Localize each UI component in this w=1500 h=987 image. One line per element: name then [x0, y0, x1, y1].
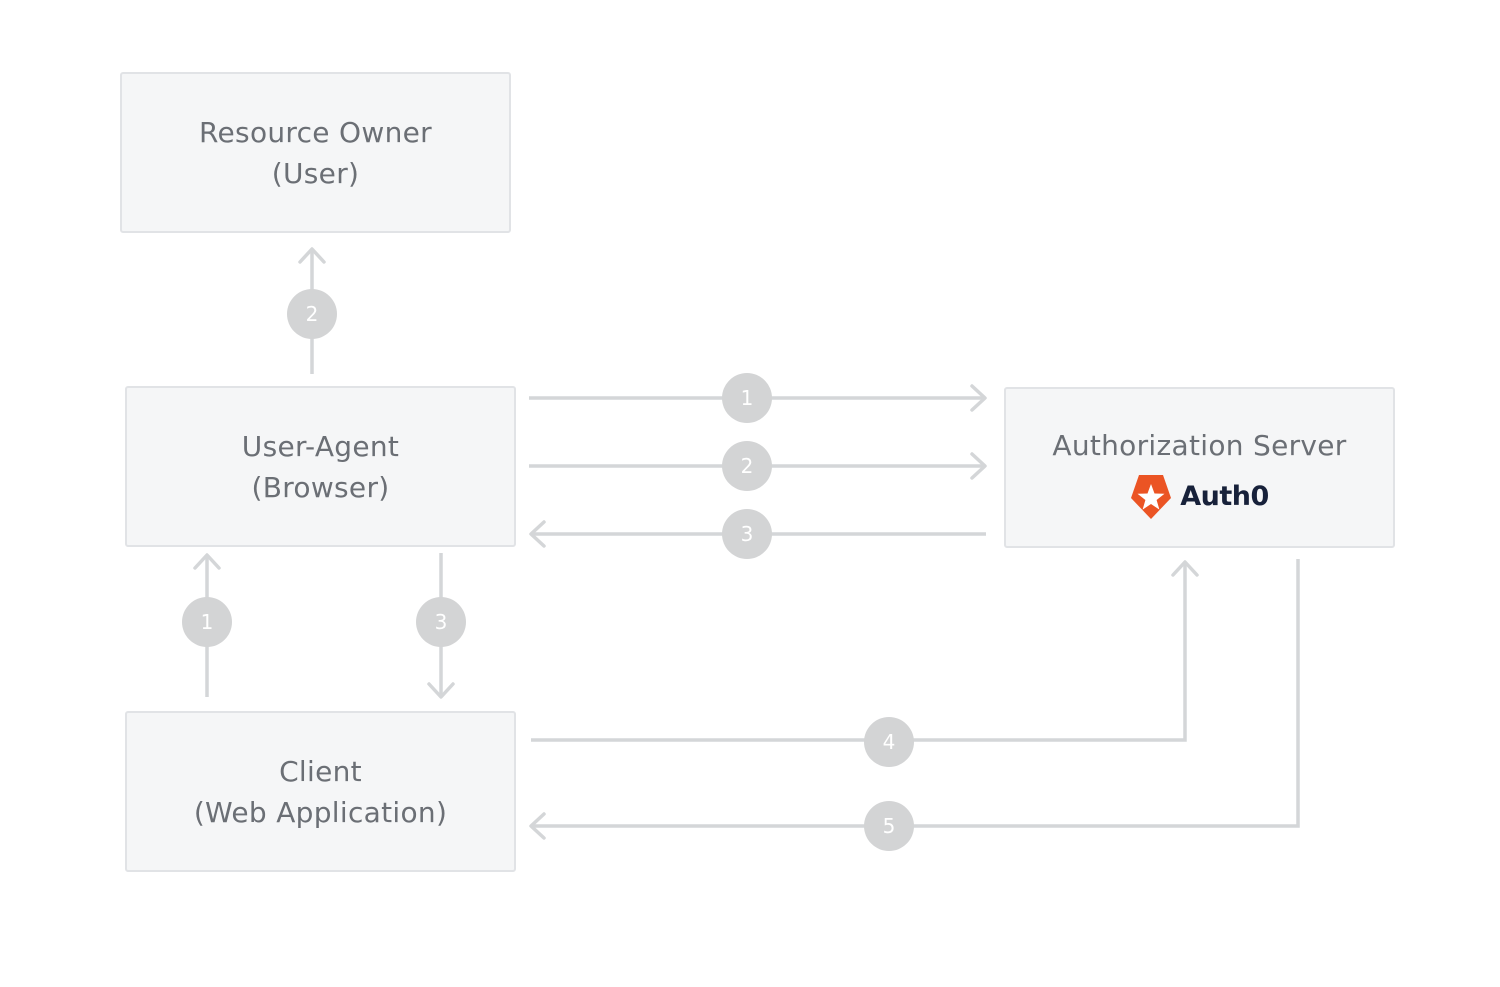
svg-text:2: 2: [741, 454, 754, 478]
auth0-wordmark: Auth0: [1180, 481, 1269, 512]
auth0-shield-star-icon: [1131, 475, 1172, 519]
step-badge-agent-to-owner: 2: [287, 289, 337, 339]
svg-text:4: 4: [883, 730, 896, 754]
svg-text:2: 2: [306, 302, 319, 326]
svg-text:1: 1: [201, 610, 214, 634]
client-title: Client: [279, 754, 362, 788]
step-badge-client-to-authz: 4: [864, 717, 914, 767]
user-agent-title: User-Agent: [241, 429, 400, 463]
step-badge-agent-to-authz-1: 1: [722, 373, 772, 423]
client-subtitle: (Web Application): [193, 795, 448, 829]
auth0-brand: Auth0: [1130, 474, 1269, 520]
resource-owner-title: Resource Owner: [199, 115, 432, 149]
svg-text:5: 5: [883, 814, 896, 838]
resource-owner-subtitle: (User): [271, 156, 360, 190]
step-badge-client-to-agent: 1: [182, 597, 232, 647]
authorization-server-title: Authorization Server: [1052, 429, 1347, 462]
authorization-server-node: Authorization Server Auth0: [1004, 387, 1395, 548]
step-badge-authz-to-client: 5: [864, 801, 914, 851]
user-agent-subtitle: (Browser): [251, 470, 390, 504]
user-agent-node: User-Agent (Browser): [125, 386, 516, 547]
step-badge-authz-to-agent: 3: [722, 509, 772, 559]
svg-text:3: 3: [435, 610, 448, 634]
step-badge-agent-to-authz-2: 2: [722, 441, 772, 491]
client-node: Client (Web Application): [125, 711, 516, 872]
edge-client-to-authz: [531, 560, 1199, 742]
edge-authz-to-client: [529, 559, 1300, 840]
resource-owner-node: Resource Owner (User): [120, 72, 511, 233]
svg-text:1: 1: [741, 386, 754, 410]
svg-text:3: 3: [741, 522, 754, 546]
step-badge-agent-to-client: 3: [416, 597, 466, 647]
